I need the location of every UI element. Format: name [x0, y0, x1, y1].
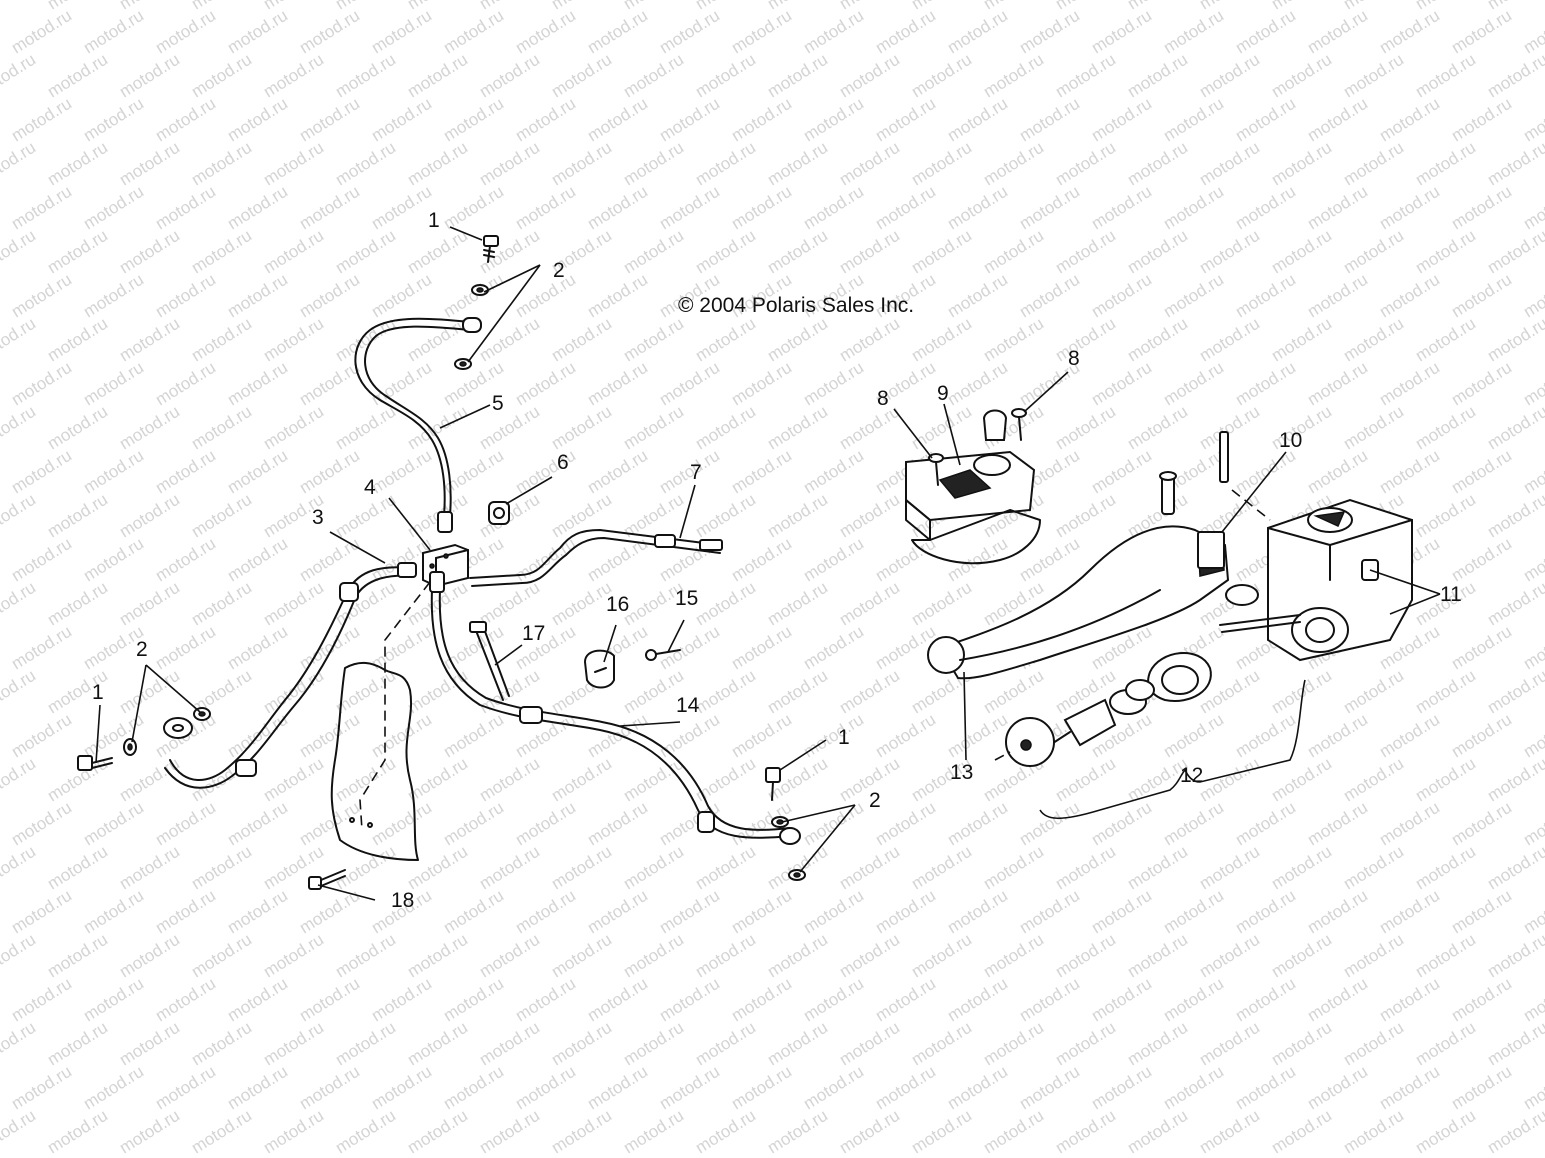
brake-line-7: [469, 529, 723, 587]
frame-section: [330, 662, 419, 861]
left-eyelet: [163, 717, 193, 739]
brake-line-3: [164, 562, 417, 789]
top-washer-2: [454, 284, 489, 370]
callout-2: 2: [136, 638, 148, 661]
pins: [1159, 431, 1229, 515]
top-bolt-1: [483, 235, 499, 263]
reservoir-cover-9: [905, 450, 1041, 565]
master-cylinder-body-11: [1225, 498, 1413, 662]
pin-10-bracket: [1197, 489, 1271, 569]
callout-10: 10: [1279, 429, 1303, 452]
clip-16: [583, 649, 615, 689]
banjo-fitting-6: [488, 501, 510, 525]
callout-18: 18: [391, 889, 415, 912]
callout-7: 7: [690, 461, 702, 484]
callout-1: 1: [838, 726, 850, 749]
callout-2: 2: [869, 789, 881, 812]
callout-8: 8: [877, 387, 889, 410]
dashed-reference-lines: [359, 581, 431, 831]
upper-brake-line-5: [354, 317, 482, 533]
callout-1: 1: [428, 209, 440, 232]
callout-15: 15: [675, 587, 699, 610]
callout-17: 17: [522, 622, 546, 645]
copyright-notice: © 2004 Polaris Sales Inc.: [678, 294, 915, 317]
callout-4: 4: [364, 476, 376, 499]
callout-9: 9: [937, 382, 949, 405]
screw-8-right: [1011, 408, 1027, 441]
callout-11: 11: [1440, 583, 1462, 606]
leader-lines: [95, 226, 1441, 901]
callout-5: 5: [492, 392, 504, 415]
callout-6: 6: [557, 451, 569, 474]
tie-strap-17: [469, 621, 510, 701]
bolt-18: [308, 869, 346, 890]
callout-2: 2: [553, 259, 565, 282]
callout-8: 8: [1068, 347, 1080, 370]
plunger-assembly-12: [994, 614, 1301, 767]
callout-12: 12: [1180, 764, 1204, 787]
brake-line-14: [429, 571, 791, 839]
callout-16: 16: [606, 593, 630, 616]
cap-fitting: [982, 409, 1008, 441]
callout-1: 1: [92, 681, 104, 704]
screw-15: [645, 649, 681, 661]
callout-13: 13: [950, 761, 974, 784]
callout-3: 3: [312, 506, 324, 529]
callout-14: 14: [676, 694, 700, 717]
screw-8-left: [928, 453, 944, 486]
right-fasteners: [765, 767, 806, 881]
